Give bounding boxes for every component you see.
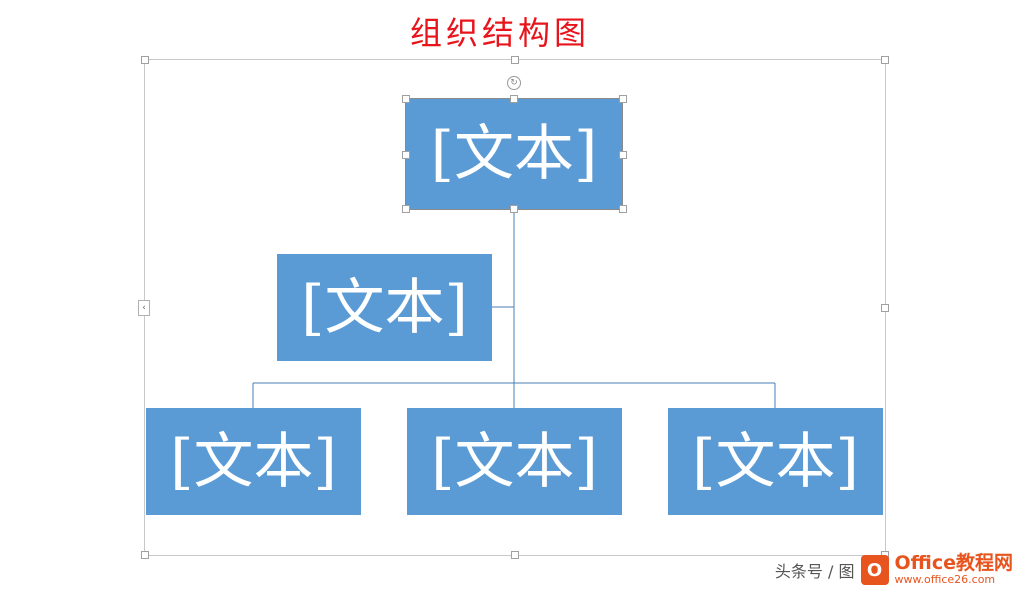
watermark-brand: Office教程网 [894, 552, 1014, 575]
org-node-child-2-text[interactable]: [文本] [431, 426, 598, 497]
canvas-handle-bottom-middle[interactable] [511, 551, 519, 559]
org-node-child-2[interactable]: [文本] [407, 408, 622, 515]
shape-handle-top-left[interactable] [402, 95, 410, 103]
page-title: 组织结构图 [409, 14, 590, 52]
org-node-child-3-text[interactable]: [文本] [692, 426, 859, 497]
org-node-root-text[interactable]: [文本] [430, 119, 598, 189]
office-logo-icon: O [860, 555, 889, 585]
shape-handle-top-middle[interactable] [510, 95, 518, 103]
watermark: 头条号 / 图 O Office教程网 www.office26.com [775, 548, 1013, 592]
shape-handle-bottom-middle[interactable] [510, 205, 518, 213]
rotate-handle-icon[interactable]: ↻ [507, 76, 521, 90]
org-node-child-3[interactable]: [文本] [668, 408, 883, 515]
canvas-handle-top-right[interactable] [881, 56, 889, 64]
org-node-assistant-text[interactable]: [文本] [301, 272, 468, 343]
org-node-root[interactable]: [文本] [405, 98, 623, 210]
shape-handle-middle-left[interactable] [402, 151, 410, 159]
shape-handle-middle-right[interactable] [619, 151, 627, 159]
canvas-handle-bottom-left[interactable] [141, 551, 149, 559]
watermark-url: www.office26.com [894, 573, 996, 587]
org-node-assistant[interactable]: [文本] [277, 254, 492, 361]
shape-handle-top-right[interactable] [619, 95, 627, 103]
watermark-prefix: 头条号 / 图 [774, 562, 855, 581]
canvas-handle-top-left[interactable] [141, 56, 149, 64]
org-node-child-1-text[interactable]: [文本] [170, 426, 337, 497]
canvas-handle-top-middle[interactable] [511, 56, 519, 64]
text-pane-expander-icon[interactable]: ‹ [138, 300, 150, 316]
shape-handle-bottom-left[interactable] [402, 205, 410, 213]
shape-handle-bottom-right[interactable] [619, 205, 627, 213]
canvas-handle-middle-right[interactable] [881, 304, 889, 312]
org-node-child-1[interactable]: [文本] [146, 408, 361, 515]
watermark-brand-stack: Office教程网 www.office26.com [894, 552, 1014, 587]
